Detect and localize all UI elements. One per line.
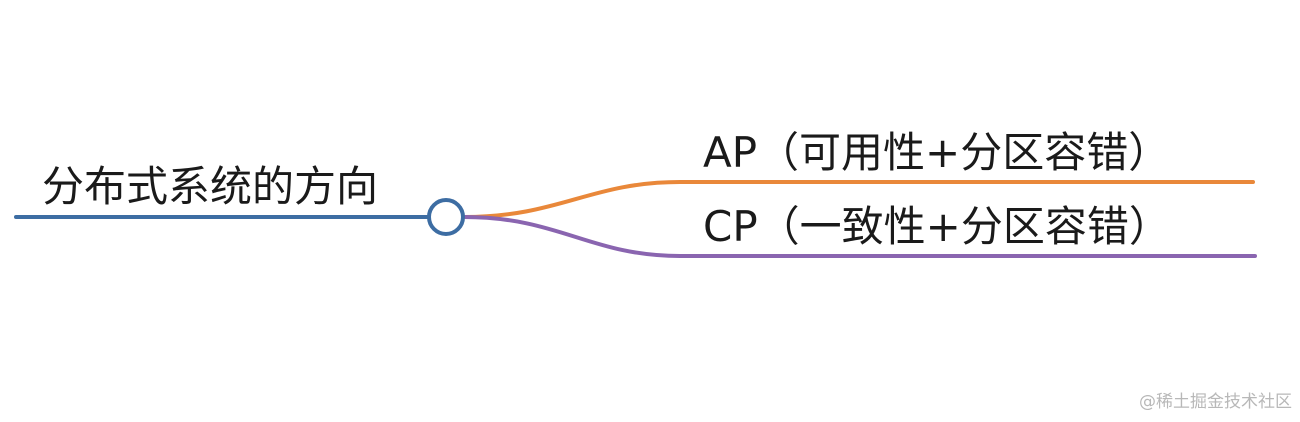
ap-branch-connector (462, 180, 1255, 219)
root-node-label[interactable]: 分布式系统的方向 (42, 162, 379, 211)
root-collapse-toggle[interactable] (427, 198, 465, 236)
ap-branch-label[interactable]: AP（可用性+分区容错） (703, 128, 1171, 177)
cp-branch-label[interactable]: CP（一致性+分区容错） (703, 202, 1171, 251)
watermark: @稀土掘金技术社区 (1139, 392, 1292, 412)
cp-branch-connector (462, 215, 1257, 258)
